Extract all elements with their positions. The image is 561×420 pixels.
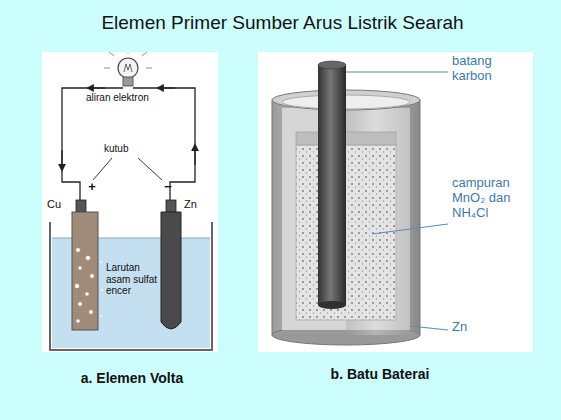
lamp	[104, 52, 152, 86]
copper-electrode	[72, 212, 98, 330]
part-label: batang karbon	[452, 54, 532, 84]
polarity-sign: +	[84, 180, 100, 195]
part-label: campuran MnO₂ dan NH₄Cl	[452, 176, 532, 221]
leader-line	[346, 72, 448, 330]
caption: b. Batu Baterai	[300, 366, 460, 382]
zinc-electrode	[161, 212, 181, 329]
electrode-label: Zn	[184, 198, 208, 211]
polarity-sign: −	[160, 180, 176, 195]
panel	[42, 52, 218, 352]
solution-label: Larutan asam sulfat encer	[106, 262, 158, 297]
panel	[258, 52, 533, 352]
arrow-label: aliran elektron	[86, 92, 176, 104]
leader-line	[93, 158, 162, 180]
caption: a. Elemen Volta	[52, 370, 212, 386]
part-label: Zn	[452, 320, 492, 335]
title: Elemen Primer Sumber Arus Listrik Searah	[2, 12, 561, 34]
wire	[62, 88, 195, 200]
pole-label: kutub	[104, 143, 144, 155]
electrode-label: Cu	[47, 198, 71, 211]
dry-cell	[272, 61, 420, 345]
gas-bubbles	[75, 248, 104, 323]
